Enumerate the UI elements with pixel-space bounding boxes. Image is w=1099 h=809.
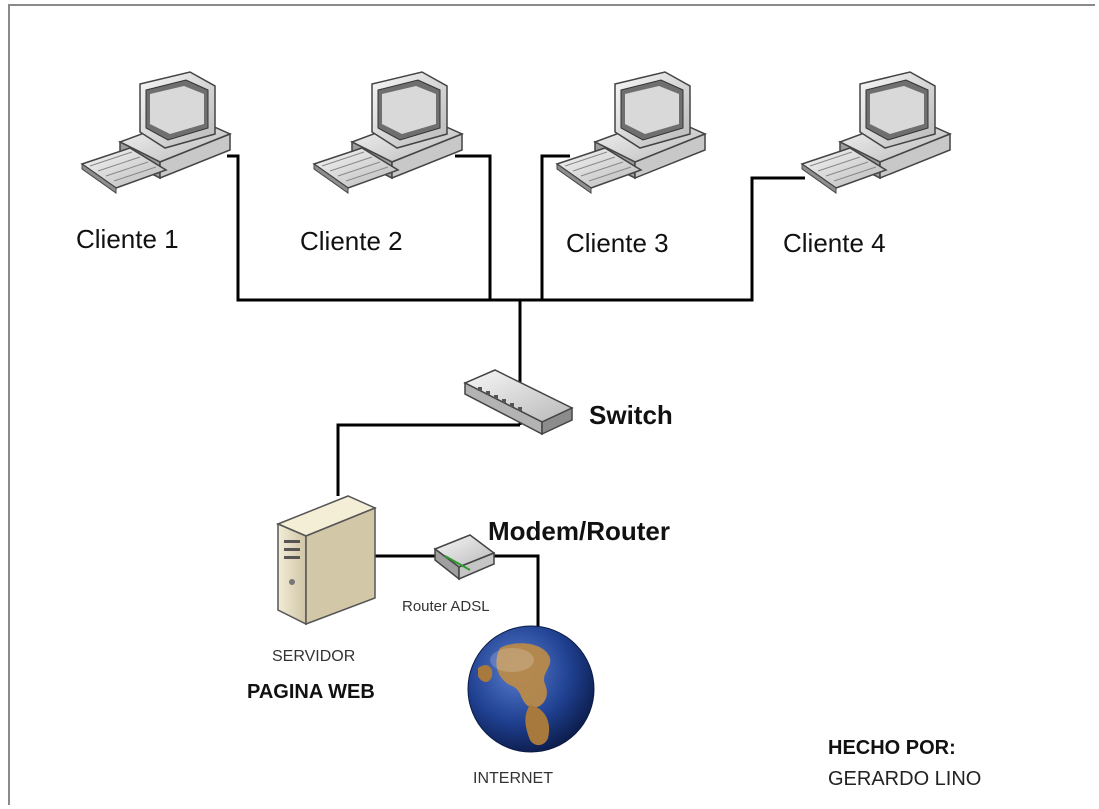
switch-icon — [463, 369, 574, 436]
server-title: PAGINA WEB — [247, 681, 375, 703]
server-caption: SERVIDOR — [272, 648, 356, 665]
link-client-1 — [227, 154, 520, 302]
client-label-3: Cliente 3 — [566, 228, 669, 258]
globe-icon — [467, 625, 595, 753]
link-client-2 — [455, 154, 492, 300]
link-client-4 — [520, 176, 805, 302]
router-icon — [433, 534, 496, 581]
link-switch-server — [336, 423, 520, 496]
switch-label: Switch — [589, 400, 673, 430]
computer-icon-1 — [81, 71, 231, 194]
server-icon — [276, 495, 377, 626]
router-title: Modem/Router — [488, 516, 670, 546]
router-caption: Router ADSL — [402, 598, 490, 615]
computer-icon-4 — [801, 71, 951, 194]
link-client-3 — [540, 154, 570, 300]
client-label-1: Cliente 1 — [76, 224, 179, 254]
client-label-2: Cliente 2 — [300, 226, 403, 256]
credits-author: GERARDO LINO — [828, 768, 982, 790]
computer-icon-2 — [313, 71, 463, 194]
client-label-4: Cliente 4 — [783, 228, 886, 258]
credits-heading: HECHO POR: — [828, 737, 956, 759]
computer-icon-3 — [556, 71, 706, 194]
internet-label: INTERNET — [473, 770, 553, 787]
link-router-internet — [488, 554, 540, 628]
diagram-frame — [8, 4, 1095, 805]
